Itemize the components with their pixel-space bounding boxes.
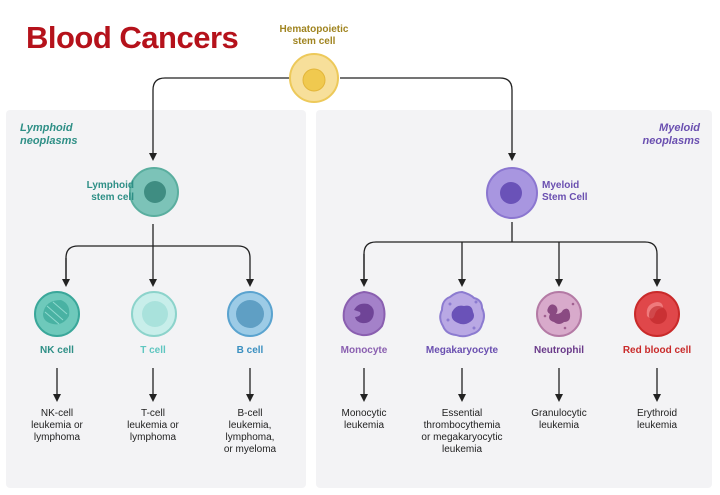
red-blood-cell-icon xyxy=(634,291,680,337)
lymphoid-stem-cell-icon xyxy=(129,167,179,217)
neutrophil-label: Neutrophil xyxy=(534,345,584,356)
t-cell-icon xyxy=(131,291,177,337)
nk-cell-icon xyxy=(34,291,80,337)
lymphoid-branch-line xyxy=(65,245,254,287)
monocyte-icon xyxy=(342,290,386,337)
red-blood-cell-label: Red blood cell xyxy=(622,345,692,356)
hematopoietic-stem-cell-icon xyxy=(289,53,339,103)
myeloid-stem-cell-icon xyxy=(486,167,538,219)
myeloid-branch-line xyxy=(363,241,661,287)
root-to-myeloid-line xyxy=(340,77,516,161)
t-cell-label: T cell xyxy=(140,345,166,356)
page-title: Blood Cancers xyxy=(26,20,239,55)
root-to-lymphoid-line xyxy=(149,77,290,161)
megakaryocyte-icon xyxy=(439,290,485,338)
b-cell-icon xyxy=(227,291,273,337)
megakaryocyte-label: Megakaryocyte xyxy=(425,345,499,356)
monocyte-label: Monocyte xyxy=(340,345,388,356)
nk-cell-label: NK cell xyxy=(40,345,74,356)
b-cell-label: B cell xyxy=(236,345,264,356)
neutrophil-icon xyxy=(536,291,582,337)
